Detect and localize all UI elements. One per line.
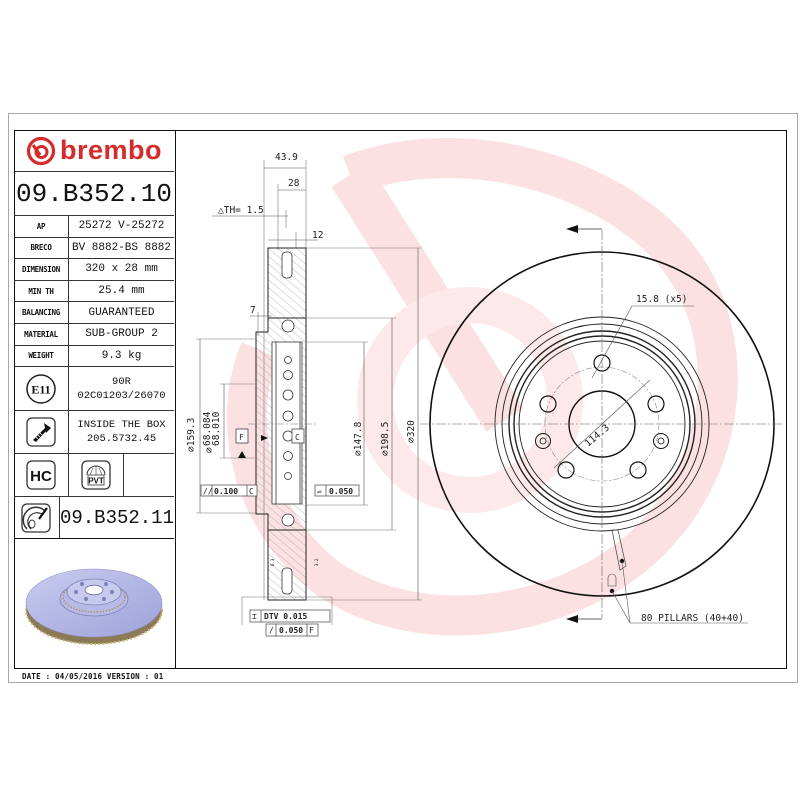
alt-part-number: 09.B352.11 bbox=[59, 506, 174, 529]
spec-label: BALANCING bbox=[14, 302, 69, 323]
dim-pcd: 114.3 bbox=[583, 422, 612, 449]
certification-code: 90R bbox=[112, 375, 131, 388]
part-number: 09.B352.10 bbox=[14, 172, 174, 216]
spec-value: GUARANTEED bbox=[88, 306, 155, 319]
svg-text:F: F bbox=[309, 626, 314, 635]
disc-3d-render bbox=[14, 539, 174, 667]
dim-d198: ⌀198.5 bbox=[380, 422, 391, 456]
disc-with-bearing-icon bbox=[21, 502, 52, 533]
svg-text:0.100: 0.100 bbox=[214, 487, 238, 496]
surface-finish-right: 3.2 bbox=[314, 558, 319, 566]
certification-row: E11 90R 02C01203/26070 bbox=[14, 367, 174, 411]
dtv-tolerance: ⌶ DTV 0.015 bbox=[249, 609, 331, 623]
technical-drawing: 43.9 28 △TH= 1.5 12 7 ⌀159.3 68.084 68.0… bbox=[186, 138, 784, 637]
hc-coating-icon: HC bbox=[26, 460, 56, 490]
dim-bore-min: 68.010 bbox=[211, 411, 222, 446]
svg-text:⌶: ⌶ bbox=[252, 612, 257, 621]
dim-bore-prefix: ⌀ bbox=[204, 447, 215, 453]
spec-row-balancing: BALANCING GUARANTEED bbox=[14, 302, 174, 324]
dim-vane-width: 12 bbox=[312, 230, 323, 241]
brand-name: brembo bbox=[59, 135, 162, 165]
spec-label: DIMENSION bbox=[14, 259, 69, 280]
svg-text:0.050: 0.050 bbox=[279, 626, 303, 635]
brake-disc-image bbox=[25, 568, 163, 645]
dim-d147: ⌀147.8 bbox=[353, 421, 364, 456]
brand-logo: brembo bbox=[14, 130, 174, 172]
spec-row-material: MATERIAL SUB-GROUP 2 bbox=[14, 324, 174, 346]
svg-text:▱: ▱ bbox=[317, 487, 322, 496]
pvt-technology-icon: PVT bbox=[81, 460, 111, 490]
hardware-row: INSIDE THE BOX 205.5732.45 bbox=[14, 411, 174, 454]
svg-text:/: / bbox=[269, 626, 274, 635]
title-block: brembo 09.B352.10 AP 25272 V-25272 BRECO… bbox=[14, 130, 176, 669]
spec-row-weight: WEIGHT 9.3 kg bbox=[14, 345, 174, 368]
face-view bbox=[420, 225, 784, 624]
dim-hat-diameter: ⌀159.3 bbox=[186, 418, 197, 452]
section-view bbox=[196, 160, 422, 625]
screw-icon bbox=[26, 417, 56, 447]
dim-hat-offset: 7 bbox=[250, 305, 256, 316]
spec-value: 25272 V-25272 bbox=[78, 220, 165, 233]
spec-label: MIN TH bbox=[14, 280, 69, 302]
spec-row-breco: BRECO BV 8882-BS 8882 bbox=[14, 237, 174, 260]
runout-tolerance: / 0.050 F bbox=[265, 623, 319, 637]
dim-thickness: 28 bbox=[288, 178, 300, 189]
spec-value: BV 8882-BS 8882 bbox=[71, 241, 172, 254]
dim-delta-th: △TH= 1.5 bbox=[218, 205, 264, 216]
datum-c: C bbox=[295, 433, 300, 442]
spec-value: 25.4 mm bbox=[98, 285, 145, 298]
badges-row: HC PVT bbox=[14, 454, 174, 497]
dim-overall-width: 43.9 bbox=[275, 152, 298, 163]
parallelism-tolerance: // 0.100 C bbox=[200, 484, 258, 497]
brembo-logo-icon bbox=[26, 136, 56, 165]
svg-text:PVT: PVT bbox=[88, 477, 104, 486]
alt-part-row: 09.B352.11 bbox=[14, 497, 174, 539]
spec-value: SUB-GROUP 2 bbox=[85, 328, 158, 341]
dim-bore-max: 68.084 bbox=[202, 411, 213, 446]
certification-number: 02C01203/26070 bbox=[77, 389, 166, 402]
spec-value: 320 x 28 mm bbox=[85, 263, 158, 276]
svg-text:E11: E11 bbox=[31, 382, 50, 396]
spec-label: BRECO bbox=[14, 237, 69, 259]
spec-label: WEIGHT bbox=[14, 345, 69, 367]
svg-text:DTV 0.015: DTV 0.015 bbox=[264, 612, 308, 621]
spec-value: 9.3 kg bbox=[101, 349, 142, 362]
spec-row-ap: AP 25272 V-25272 bbox=[14, 216, 174, 238]
dim-bolt-hole: 15.8 (x5) bbox=[636, 294, 687, 305]
sheet-outer-frame bbox=[8, 113, 798, 683]
hardware-kit-number: 205.5732.45 bbox=[86, 433, 157, 445]
spec-row-min-th: MIN TH 25.4 mm bbox=[14, 280, 174, 303]
e11-approval-icon: E11 bbox=[26, 373, 56, 404]
svg-text:0.050: 0.050 bbox=[329, 487, 353, 496]
svg-text:HC: HC bbox=[30, 468, 52, 485]
dim-d320: ⌀320 bbox=[406, 420, 417, 443]
spec-label: AP bbox=[14, 216, 69, 237]
pillars-note: 80 PILLARS (40+40) bbox=[641, 613, 744, 624]
datum-f: F bbox=[239, 433, 244, 442]
svg-text://: // bbox=[203, 487, 213, 496]
sheet-inner-frame bbox=[14, 130, 787, 669]
spec-row-dimension: DIMENSION 320 x 28 mm bbox=[14, 259, 174, 281]
footer-date-version: DATE : 04/05/2016 VERSION : 01 bbox=[22, 672, 164, 681]
svg-text:C: C bbox=[249, 487, 254, 496]
hardware-note: INSIDE THE BOX bbox=[77, 419, 166, 431]
surface-finish-left: 6.3 bbox=[270, 558, 275, 566]
flatness-tolerance: ▱ 0.050 bbox=[314, 484, 360, 497]
spec-label: MATERIAL bbox=[14, 324, 69, 345]
